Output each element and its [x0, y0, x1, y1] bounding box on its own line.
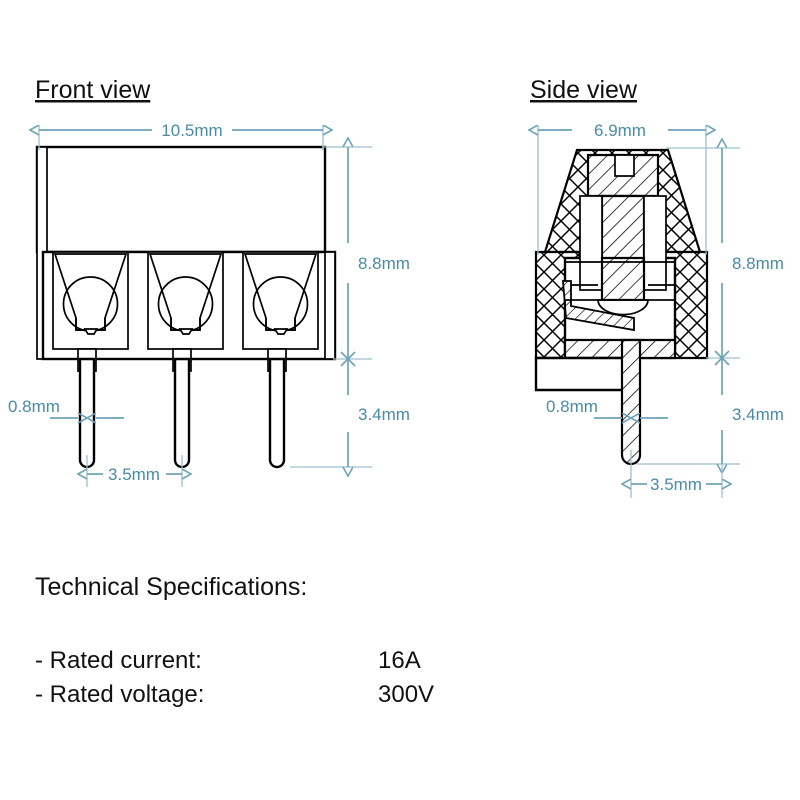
pole-1-pin	[78, 357, 96, 469]
side-screw-thread-right	[643, 195, 667, 291]
dim-side-pin-length-label: 3.4mm	[732, 405, 784, 424]
dim-side-pin-width: 0.8mm	[546, 397, 668, 418]
dim-side-body-height-label: 8.8mm	[732, 254, 784, 273]
side-view-dimensions: 6.9mm 8.8mm 3.4mm 0.8mm	[538, 121, 784, 498]
dim-front-width: 10.5mm	[39, 121, 323, 150]
front-right-rail	[324, 251, 336, 360]
side-conductor-bar	[563, 338, 677, 360]
front-housing-upper	[35, 145, 327, 254]
pole-2-clamp-tab	[178, 328, 194, 335]
dim-side-pin-offset: 3.5mm	[631, 450, 722, 498]
dim-front-width-label: 10.5mm	[161, 121, 222, 140]
specifications-block: Technical Specifications: - Rated curren…	[35, 573, 434, 708]
dim-side-pin-offset-label: 3.5mm	[650, 475, 702, 494]
dim-side-pin-width-label: 0.8mm	[546, 397, 598, 416]
dim-front-pin-width-label: 0.8mm	[8, 397, 60, 416]
spec-row-label-0: - Rated current:	[35, 647, 202, 674]
side-view-title-text: Side view	[530, 76, 638, 104]
dim-front-pin-pitch: 3.5mm	[87, 455, 182, 487]
pole-3-clamp-tab	[273, 328, 289, 335]
pole-3-pin	[268, 357, 286, 469]
front-pole-1	[52, 251, 129, 469]
front-view-title: Front view	[35, 76, 151, 104]
side-screw-thread-left	[579, 195, 603, 291]
side-clamp-plate	[562, 280, 635, 332]
spec-row-label-1: - Rated voltage:	[35, 681, 204, 708]
front-view-drawing	[35, 145, 337, 469]
dim-front-body-height-label: 8.8mm	[358, 254, 410, 273]
pole-2-pin	[173, 357, 191, 469]
dim-side-pin-length: 3.4mm	[636, 358, 784, 464]
dim-front-pin-length: 3.4mm	[290, 359, 410, 467]
side-pin	[620, 338, 642, 466]
spec-row-value-1: 300V	[378, 681, 434, 708]
front-view-dimensions: 10.5mm 8.8mm 3.4mm 0.8mm	[8, 121, 410, 487]
pole-1-clamp-tab	[83, 328, 99, 335]
spec-row-value-0: 16A	[378, 647, 421, 674]
dim-front-pin-pitch-label: 3.5mm	[108, 465, 160, 484]
dim-side-depth-label: 6.9mm	[594, 121, 646, 140]
dim-front-pin-length-label: 3.4mm	[358, 405, 410, 424]
side-screw-tip-round	[597, 299, 649, 316]
side-base-flange	[534, 356, 627, 392]
dim-side-depth: 6.9mm	[538, 121, 706, 255]
specifications-heading: Technical Specifications:	[35, 573, 307, 601]
side-view-drawing	[534, 148, 709, 466]
side-screw-slot	[614, 154, 635, 177]
front-pole-2	[147, 251, 224, 469]
side-screw-tip	[600, 256, 646, 302]
front-pole-3	[242, 251, 319, 469]
front-view-title-text: Front view	[35, 76, 151, 104]
dim-front-pin-width: 0.8mm	[8, 397, 124, 418]
side-view-title: Side view	[530, 76, 638, 104]
